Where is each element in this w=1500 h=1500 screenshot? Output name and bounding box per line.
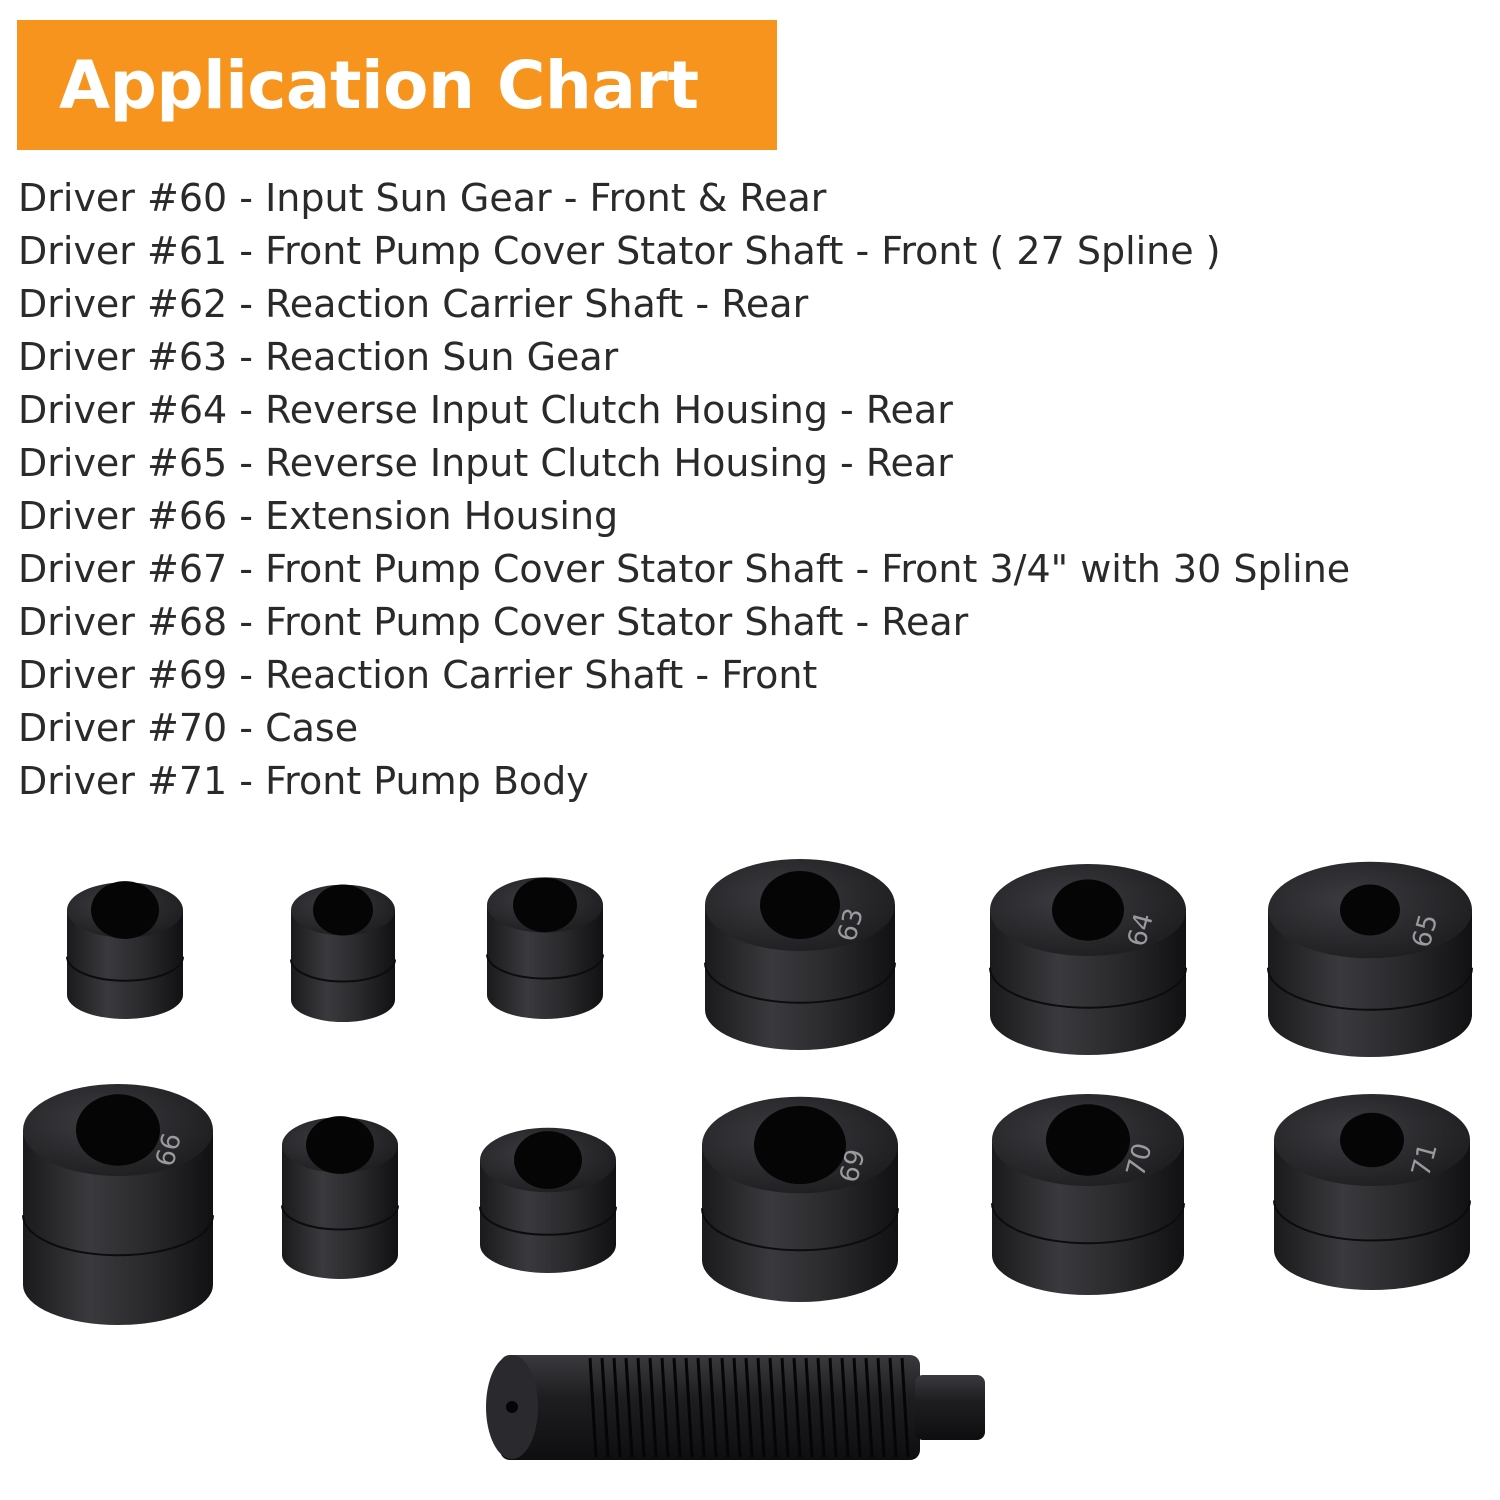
driver-62: [486, 877, 604, 1019]
driver-shoulder: [486, 954, 604, 980]
handle-thread: [588, 1357, 598, 1458]
list-item: Driver #65 - Reverse Input Clutch Housin…: [18, 441, 953, 485]
handle-thread: [792, 1357, 802, 1458]
driver-68: [479, 1127, 617, 1273]
page-title: Application Chart: [59, 46, 699, 124]
list-item: Driver #64 - Reverse Input Clutch Housin…: [18, 388, 953, 432]
driver-shoulder: [1267, 967, 1473, 1011]
list-item: Driver #62 - Reaction Carrier Shaft - Re…: [18, 282, 809, 326]
driver-bore: [754, 1105, 846, 1185]
handle-thread: [648, 1357, 658, 1458]
handle-thread: [888, 1357, 898, 1458]
handle-thread: [780, 1357, 790, 1458]
handle-tip: [915, 1375, 985, 1440]
handle-thread: [864, 1357, 874, 1458]
driver-shoulder: [1273, 1200, 1471, 1242]
list-item: Driver #60 - Input Sun Gear - Front & Re…: [18, 176, 827, 220]
handle-thread: [612, 1357, 622, 1458]
handle-center-hole: [506, 1401, 518, 1413]
driver-70: 70: [991, 1094, 1185, 1295]
handle-thread: [624, 1357, 634, 1458]
driver-71: 71: [1273, 1094, 1471, 1290]
driver-body: [291, 910, 395, 1022]
driver-shoulder: [704, 962, 896, 1004]
handle-thread: [840, 1357, 850, 1458]
handle-thread: [876, 1357, 886, 1458]
handle-thread: [720, 1357, 730, 1458]
handle-thread: [660, 1357, 670, 1458]
threaded-handle-icon: [486, 1355, 985, 1460]
product-photo: 63 64 65 66 69 70 71: [0, 830, 1500, 1500]
driver-bore: [760, 871, 840, 939]
driver-shoulder: [66, 956, 184, 982]
handle-thread: [732, 1357, 742, 1458]
driver-bore: [76, 1094, 160, 1166]
list-item: Driver #63 - Reaction Sun Gear: [18, 335, 619, 379]
driver-bore: [513, 877, 577, 933]
handle-thread: [672, 1357, 682, 1458]
handle-thread: [804, 1357, 814, 1458]
driver-bore: [313, 884, 373, 936]
driver-bore: [1340, 1112, 1404, 1168]
driver-bore: [91, 881, 159, 939]
list-item: Driver #66 - Extension Housing: [18, 494, 619, 538]
handle-thread: [852, 1357, 862, 1458]
list-item: Driver #70 - Case: [18, 706, 359, 750]
driver-66: 66: [22, 1084, 214, 1325]
header-banner: Application Chart: [17, 20, 777, 150]
list-item: Driver #61 - Front Pump Cover Stator Sha…: [18, 229, 1221, 273]
driver-body: [480, 1160, 616, 1273]
driver-63: 63: [704, 859, 896, 1050]
driver-shoulder: [991, 1203, 1185, 1245]
driver-64: 64: [989, 864, 1187, 1055]
handle-thread: [768, 1357, 778, 1458]
driver-shoulder: [701, 1208, 899, 1252]
driver-body: [67, 910, 183, 1019]
driver-69: 69: [701, 1096, 899, 1302]
handle-thread: [600, 1357, 610, 1458]
driver-shoulder: [22, 1215, 214, 1257]
handle-thread: [708, 1357, 718, 1458]
driver-body: [23, 1130, 213, 1325]
driver-body: [487, 905, 603, 1019]
driver-bore: [1052, 879, 1124, 941]
handle-thread: [900, 1357, 910, 1458]
driver-bore: [1046, 1104, 1130, 1176]
driver-65: 65: [1267, 861, 1473, 1057]
application-list: Driver #60 - Input Sun Gear - Front & Re…: [18, 172, 1350, 808]
list-item: Driver #67 - Front Pump Cover Stator Sha…: [18, 547, 1351, 591]
handle-thread: [684, 1357, 694, 1458]
driver-bore: [514, 1131, 582, 1189]
driver-60: [66, 881, 184, 1019]
list-item: Driver #68 - Front Pump Cover Stator Sha…: [18, 600, 969, 644]
driver-body: [282, 1145, 398, 1279]
list-item: Driver #69 - Reaction Carrier Shaft - Fr…: [18, 653, 818, 697]
handle-thread: [828, 1357, 838, 1458]
driver-shoulder: [989, 967, 1187, 1009]
handle-thread: [756, 1357, 766, 1458]
list-item: Driver #71 - Front Pump Body: [18, 759, 589, 803]
driver-67: [281, 1116, 399, 1279]
handle-thread: [636, 1357, 646, 1458]
driver-shoulder: [281, 1205, 399, 1231]
driver-bore: [1340, 884, 1400, 936]
handle-thread: [696, 1357, 706, 1458]
driver-61: [290, 884, 396, 1022]
driver-shoulder: [290, 959, 396, 983]
driver-bore: [306, 1116, 374, 1174]
handle-thread: [744, 1357, 754, 1458]
handle-thread: [816, 1357, 826, 1458]
handle-shaft: [500, 1355, 920, 1460]
driver-set-illustration: 63 64 65 66 69 70 71: [22, 859, 1473, 1460]
driver-shoulder: [479, 1206, 617, 1236]
